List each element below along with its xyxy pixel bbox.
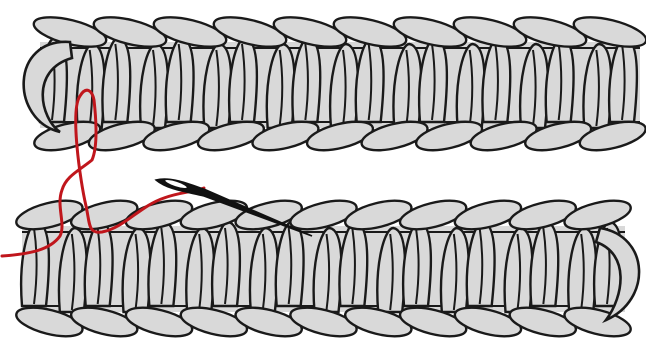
upper-crochet-edge xyxy=(24,11,646,155)
lower-crochet-edge xyxy=(14,195,640,342)
